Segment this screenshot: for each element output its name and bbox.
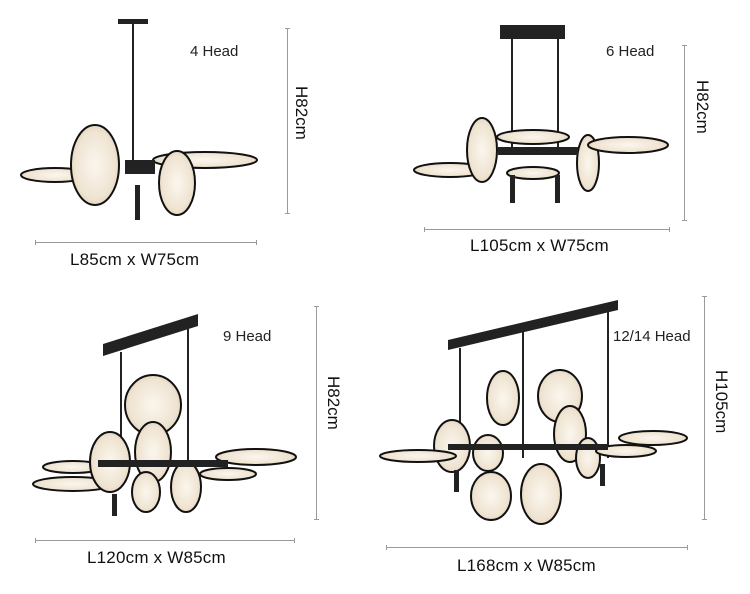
head-count-label: 4 Head [190, 43, 239, 60]
head-count-label: 6 Head [606, 43, 655, 60]
width-dimension-line [35, 242, 257, 243]
chandelier-6-head-illustration [413, 25, 669, 203]
head-count-label: 12/14 Head [613, 328, 691, 345]
width-dimension-line [424, 229, 670, 230]
width-dimension-line [386, 547, 688, 548]
chandelier-12-14-head-illustration [379, 300, 688, 525]
width-label: L168cm x W85cm [457, 556, 596, 575]
head-count-label: 9 Head [223, 328, 272, 345]
height-dimension-line [684, 45, 685, 221]
width-label: L120cm x W85cm [87, 548, 226, 567]
width-dimension-line [35, 540, 295, 541]
width-label: L105cm x W75cm [470, 236, 609, 255]
chandelier-4-head-illustration [20, 19, 258, 220]
chandelier-9-head-illustration [32, 314, 297, 516]
height-dimension-line [704, 296, 705, 520]
height-label: H82cm [324, 376, 343, 430]
height-label: H105cm [712, 370, 731, 434]
height-dimension-line [287, 28, 288, 214]
width-label: L85cm x W75cm [70, 250, 200, 269]
height-label: H82cm [693, 80, 712, 134]
height-label: H82cm [292, 86, 311, 140]
height-dimension-line [316, 306, 317, 520]
